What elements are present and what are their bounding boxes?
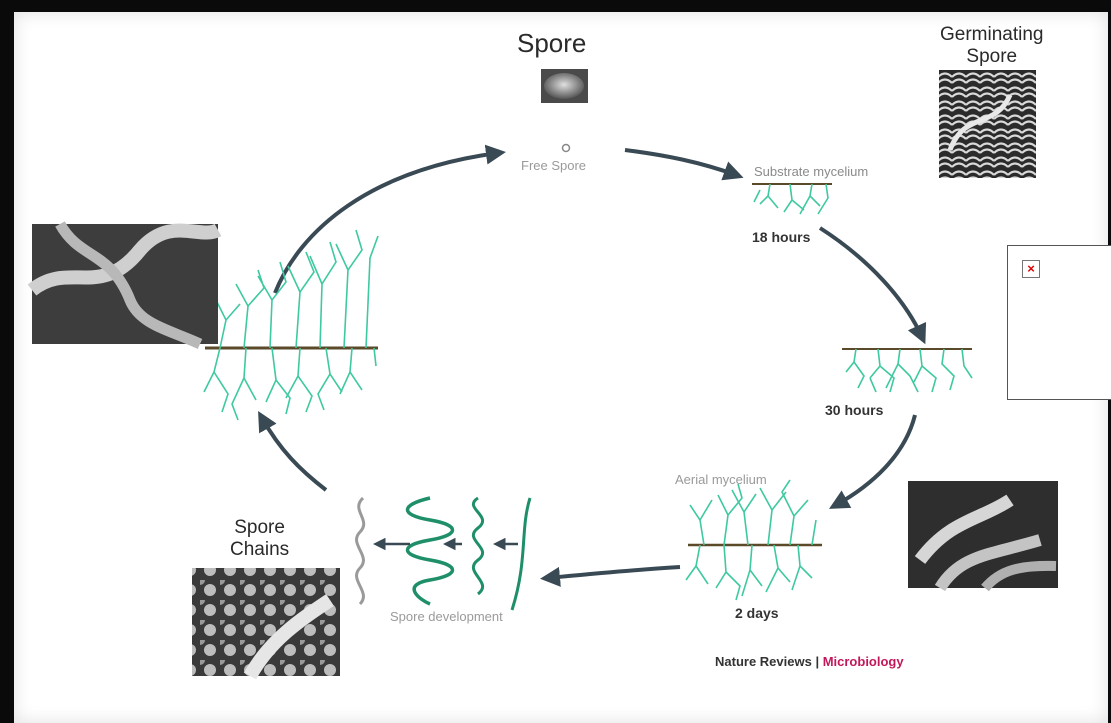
hyphae-micrograph-left [32, 224, 218, 344]
credit-publisher: Nature Reviews [715, 654, 812, 669]
germinating-spore-micrograph [939, 70, 1036, 178]
free-spore-dot [563, 145, 570, 152]
spore-chains-title: Spore Chains [230, 517, 289, 561]
germinating-spore-title: Germinating Spore [940, 24, 1044, 68]
credit-journal: Microbiology [823, 654, 904, 669]
label-18-hours: 18 hours [752, 229, 810, 245]
substrate-mycelium-18h [752, 184, 832, 214]
arrow-to-mature-mycelium [262, 418, 326, 490]
substrate-mycelium-30h [842, 349, 972, 392]
substrate-mycelium-label: Substrate mycelium [754, 164, 868, 179]
label-2-days: 2 days [735, 605, 779, 621]
spore-development-label: Spore development [390, 609, 503, 624]
arrow-to-30-hours [820, 228, 922, 337]
mature-mycelium [204, 230, 378, 420]
source-credit: Nature Reviews | Microbiology [715, 654, 904, 669]
arrow-to-free-spore [275, 153, 498, 293]
spore-title: Spore [517, 28, 586, 59]
broken-image-icon: × [1022, 260, 1040, 278]
arrow-to-aerial [836, 415, 915, 505]
label-30-hours: 30 hours [825, 402, 883, 418]
broken-image-placeholder: × [1007, 245, 1111, 400]
free-spore-label: Free Spore [521, 158, 586, 173]
arrow-to-spore-development [548, 567, 680, 578]
spore-micrograph [541, 69, 588, 103]
aerial-mycelium-label: Aerial mycelium [675, 472, 767, 487]
spore-chains-micrograph [192, 568, 340, 676]
aerial-mycelium-2d [686, 480, 822, 600]
credit-separator: | [812, 654, 823, 669]
arrow-to-substrate [625, 150, 736, 175]
aerial-hyphae-micrograph [908, 481, 1058, 588]
spore-development-stages [357, 498, 530, 610]
